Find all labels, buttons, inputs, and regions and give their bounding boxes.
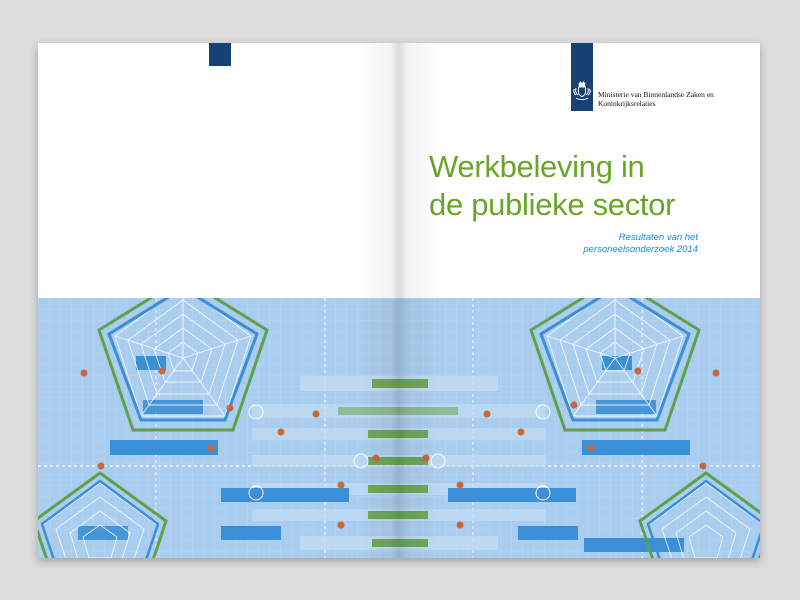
cover-title: Werkbeleving in de publieke sector bbox=[429, 148, 676, 224]
cover-subtitle: Resultaten van het personeelsonderzoek 2… bbox=[583, 232, 698, 256]
subtitle-line-2: personeelsonderzoek 2014 bbox=[583, 244, 698, 255]
left-page-blue-tab bbox=[209, 43, 231, 66]
ministry-name: Ministerie van Binnenlandse Zaken en Kon… bbox=[598, 90, 714, 108]
decorative-chart-pattern bbox=[38, 298, 760, 558]
dutch-government-crest-icon bbox=[573, 81, 591, 100]
brochure-spread: Ministerie van Binnenlandse Zaken en Kon… bbox=[38, 43, 760, 558]
ministry-line-2: Koninkrijksrelaties bbox=[598, 99, 656, 108]
title-line-1: Werkbeleving in bbox=[429, 149, 645, 184]
ministry-line-1: Ministerie van Binnenlandse Zaken en bbox=[598, 90, 714, 99]
title-line-2: de publieke sector bbox=[429, 187, 676, 222]
subtitle-line-1: Resultaten van het bbox=[618, 232, 698, 243]
